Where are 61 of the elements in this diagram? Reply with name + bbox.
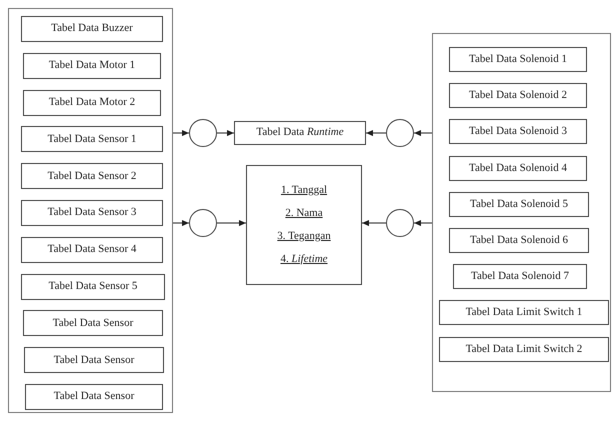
table-name: Tabel Data Motor 2 <box>48 96 136 110</box>
table-name: Tabel Data Sensor 2 <box>48 170 136 183</box>
arrow <box>216 130 234 136</box>
table-name: Tabel Data Limit Switch 2 <box>466 342 582 356</box>
table-box <box>449 119 587 144</box>
group-panel <box>8 8 173 413</box>
connector-circle <box>189 209 217 237</box>
table-box <box>25 384 163 410</box>
table-box <box>449 83 587 108</box>
table-name: Tabel Data Solenoid 3 <box>469 125 567 138</box>
arrow <box>172 130 190 136</box>
table-name: Tabel Data Solenoid 5 <box>470 198 568 211</box>
table-box <box>23 52 161 79</box>
table-name: Tabel Data Solenoid 2 <box>469 89 567 102</box>
field-item: 1. Tanggal <box>280 184 328 197</box>
table-box <box>21 126 163 152</box>
table-box <box>21 163 163 190</box>
table-name: Tabel Data Sensor 4 <box>48 243 136 256</box>
connector-circle <box>386 209 414 237</box>
table-box <box>23 90 161 116</box>
table-name: Tabel Data Solenoid 1 <box>469 52 567 66</box>
group-panel <box>432 33 611 392</box>
table-box <box>439 336 609 362</box>
table-box <box>234 121 366 145</box>
table-box <box>21 16 163 42</box>
table-box <box>21 274 165 300</box>
field-item: 4. Lifetime <box>280 253 328 266</box>
table-box <box>21 236 163 263</box>
field-item: 3. Tegangan <box>277 230 331 244</box>
arrow <box>414 220 432 226</box>
table-name: Tabel Data Sensor <box>52 316 134 330</box>
table-name: Tabel Data Solenoid 7 <box>471 270 569 284</box>
connector-circle <box>189 119 217 147</box>
table-name: Tabel Data Runtime <box>256 126 344 140</box>
table-name: Tabel Data Limit Switch 1 <box>466 306 582 320</box>
table-name: Tabel Data Solenoid 6 <box>470 234 568 248</box>
table-name: Tabel Data Sensor 3 <box>48 206 136 220</box>
arrow <box>366 130 386 136</box>
table-box <box>24 347 164 374</box>
table-box <box>449 47 587 72</box>
table-name: Tabel Data Sensor 5 <box>48 280 138 294</box>
table-name: Tabel Data Sensor 1 <box>48 132 136 146</box>
table-name: Tabel Data Sensor <box>54 354 134 367</box>
table-name: Tabel Data Solenoid 4 <box>469 162 567 175</box>
table-box <box>21 200 163 226</box>
arrow <box>362 220 386 226</box>
table-name: Tabel Data Buzzer <box>51 22 133 36</box>
table-name: Tabel Data Motor 1 <box>48 59 136 72</box>
table-box <box>439 300 609 326</box>
table-box <box>453 264 587 290</box>
table-box <box>449 156 587 181</box>
connector-circle <box>386 119 414 147</box>
field-item: 2. Nama <box>285 206 323 220</box>
table-box <box>23 310 163 336</box>
arrow <box>216 220 246 226</box>
table-name: Tabel Data Sensor <box>54 390 134 404</box>
table-box <box>449 228 589 253</box>
table-box <box>449 192 589 217</box>
field-list-box <box>246 165 362 285</box>
arrow <box>172 220 190 226</box>
arrow <box>414 130 432 136</box>
